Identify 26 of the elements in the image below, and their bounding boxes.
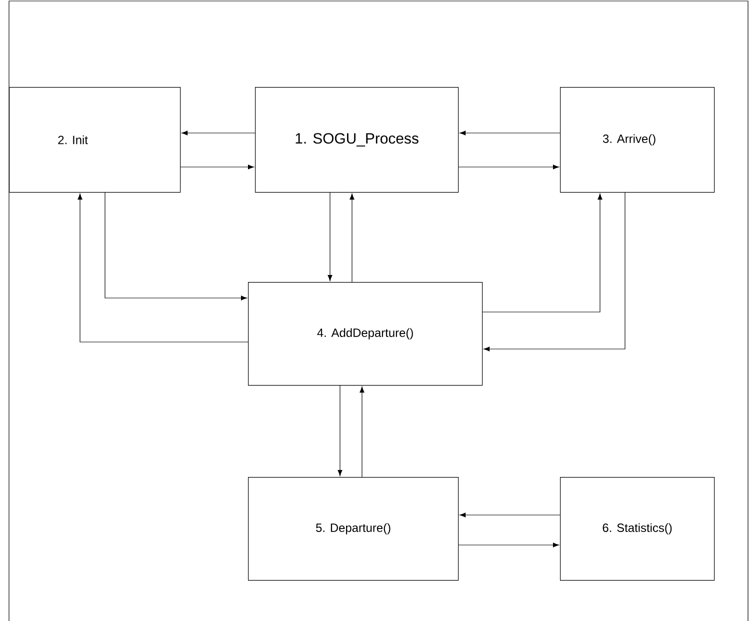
process-box bbox=[248, 477, 459, 581]
arrow bbox=[328, 192, 332, 281]
process-box bbox=[255, 87, 459, 193]
arrow bbox=[338, 385, 342, 476]
box-label: 1. SOGU_Process bbox=[296, 133, 418, 146]
arrow bbox=[180, 164, 254, 170]
arrow bbox=[460, 512, 560, 518]
arrow bbox=[460, 130, 560, 136]
box-label: 3. Arrive() bbox=[602, 134, 656, 146]
box-label: 6. Statistics() bbox=[602, 523, 672, 534]
process-box bbox=[560, 477, 715, 581]
arrow bbox=[350, 194, 354, 282]
process-box bbox=[9, 87, 181, 193]
arrow bbox=[484, 192, 626, 352]
arrow bbox=[458, 542, 560, 548]
box-label: 5. Departure() bbox=[316, 523, 390, 534]
arrow bbox=[78, 194, 248, 342]
process-box bbox=[248, 282, 483, 386]
box-label: 4. AddDeparture() bbox=[317, 328, 413, 340]
box-label: 2. Init bbox=[58, 135, 88, 144]
arrow bbox=[482, 194, 602, 312]
arrow bbox=[360, 386, 364, 478]
arrow bbox=[458, 164, 560, 170]
arrow bbox=[104, 192, 248, 300]
arrow bbox=[182, 130, 256, 136]
process-box bbox=[560, 87, 715, 193]
